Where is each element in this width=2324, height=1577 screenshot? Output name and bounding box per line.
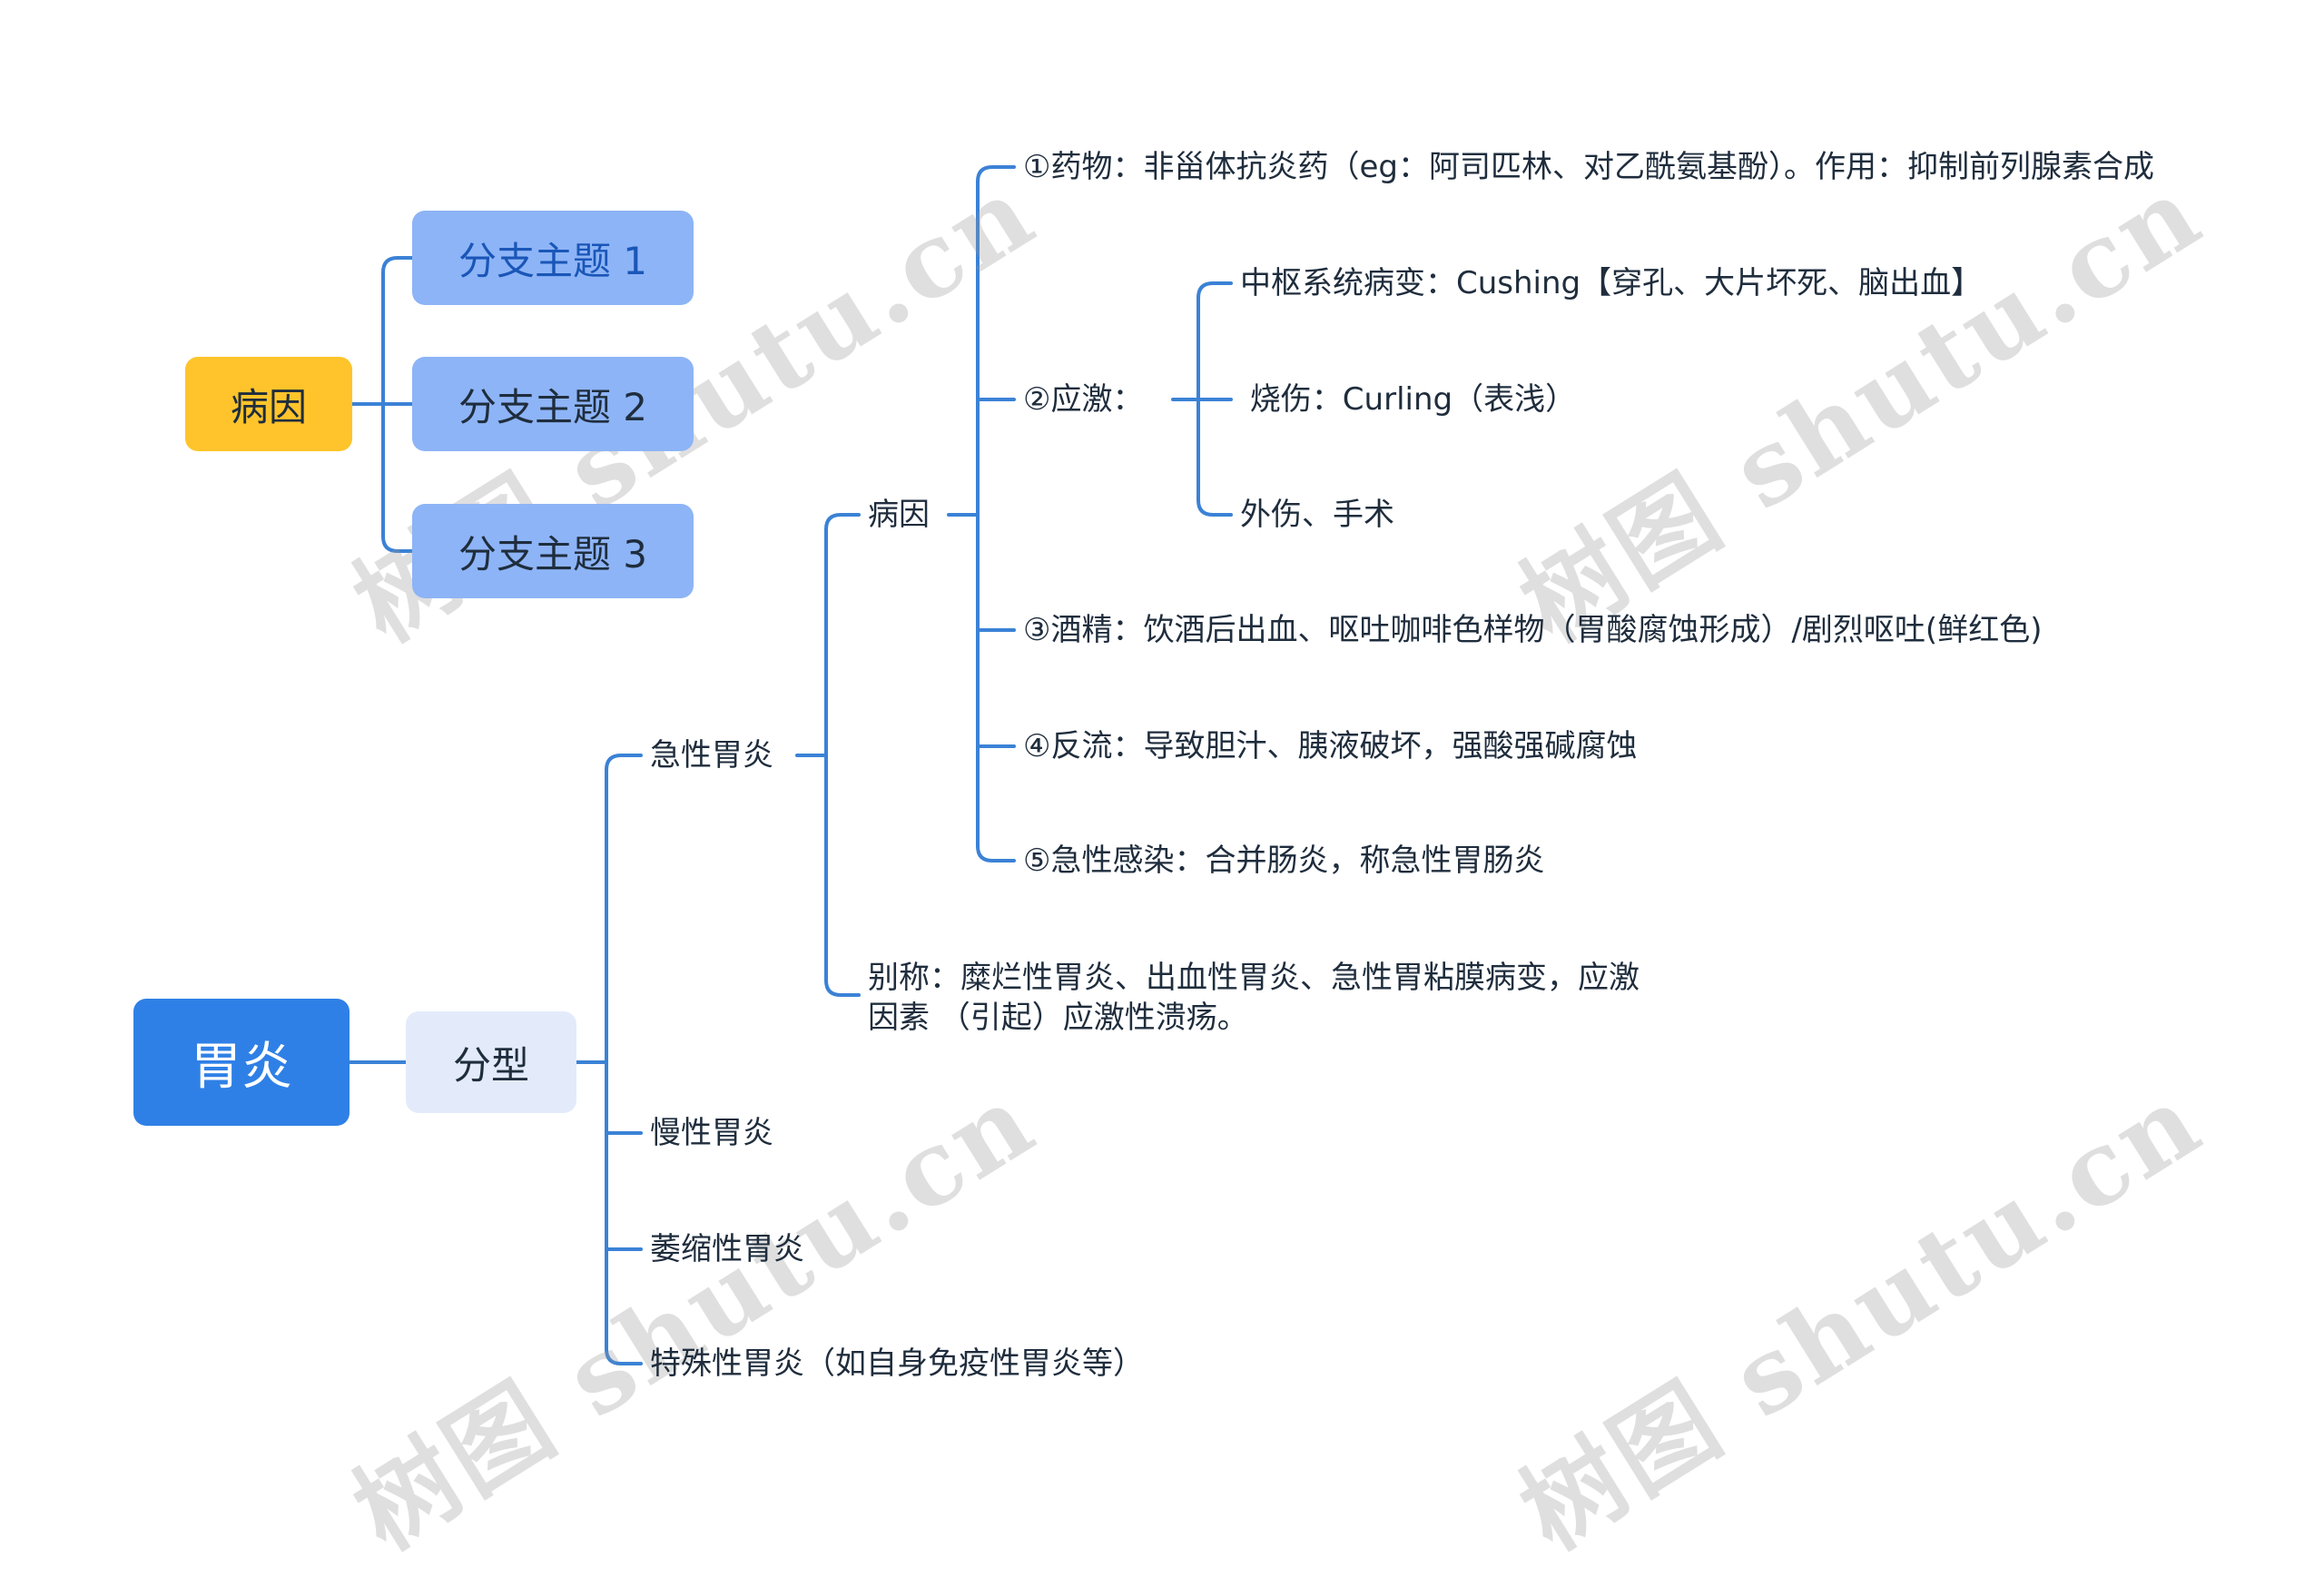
root-label: 胃炎: [191, 1037, 292, 1097]
stress-item-cns[interactable]: 中枢系统病变：Cushing【穿孔、大片坏死、脑出血】: [1240, 265, 1983, 301]
acute-connector-branch: [824, 979, 861, 997]
cause-infection[interactable]: ⑤急性感染：合并肠炎，称急性胃肠炎: [1023, 843, 1545, 879]
cause-alcohol[interactable]: ③酒精：饮酒后出血、呕吐咖啡色样物（胃酸腐蚀形成）/剧烈呕吐(鲜红色): [1023, 612, 2043, 648]
legend-connector-branch: [381, 535, 414, 553]
acute-alias-line-2[interactable]: 因素 （引起）应激性溃疡。: [868, 1000, 1248, 1036]
stress-connector-branch: [1196, 498, 1233, 517]
legend-branch-label: 分支主题 2: [458, 384, 648, 429]
stress-item-burn[interactable]: 烧伤：Curling（表浅）: [1240, 381, 1577, 418]
legend-branch-3[interactable]: 分支主题 3: [412, 504, 694, 598]
type-special[interactable]: 特殊性胃炎（如自身免疫性胃炎等）: [650, 1345, 1144, 1382]
subtopic-node[interactable]: 分型: [406, 1011, 576, 1113]
type-acute[interactable]: 急性胃炎: [650, 737, 773, 774]
types-connector-branch: [605, 1347, 643, 1365]
legend-root-node[interactable]: 病因: [185, 357, 352, 451]
root-node[interactable]: 胃炎: [133, 999, 350, 1126]
legend-branch-1[interactable]: 分支主题 1: [412, 211, 694, 305]
stress-item-trauma[interactable]: 外伤、手术: [1240, 497, 1394, 533]
subtopic-label: 分型: [452, 1042, 529, 1088]
acute-cause-label[interactable]: 病因: [868, 497, 930, 533]
cause-drug[interactable]: ①药物：非甾体抗炎药（eg：阿司匹林、对乙酰氨基酚）。作用：抑制前列腺素合成: [1023, 149, 2154, 185]
legend-root-label: 病因: [230, 384, 307, 429]
cause-stress[interactable]: ②应激：: [1023, 381, 1144, 418]
acute-connector-branch: [824, 513, 861, 531]
legend-branch-label: 分支主题 1: [458, 238, 648, 283]
acute-alias-line-1[interactable]: 别称：糜烂性胃炎、出血性胃炎、急性胃粘膜病变，应激: [868, 960, 1640, 996]
cause-reflux[interactable]: ④反流：导致胆汁、胰液破坏，强酸强碱腐蚀: [1023, 728, 1638, 764]
type-atrophic[interactable]: 萎缩性胃炎: [650, 1231, 804, 1267]
legend-branch-2[interactable]: 分支主题 2: [412, 357, 694, 451]
types-connector-branch: [605, 754, 643, 772]
causes-connector-branch: [976, 844, 1016, 862]
type-chronic[interactable]: 慢性胃炎: [650, 1115, 773, 1151]
connector-lines: [348, 165, 1233, 1365]
legend-connector-branch: [381, 256, 414, 274]
stress-connector-branch: [1196, 281, 1233, 300]
legend-branch-label: 分支主题 3: [458, 531, 648, 577]
causes-connector-branch: [976, 165, 1016, 183]
